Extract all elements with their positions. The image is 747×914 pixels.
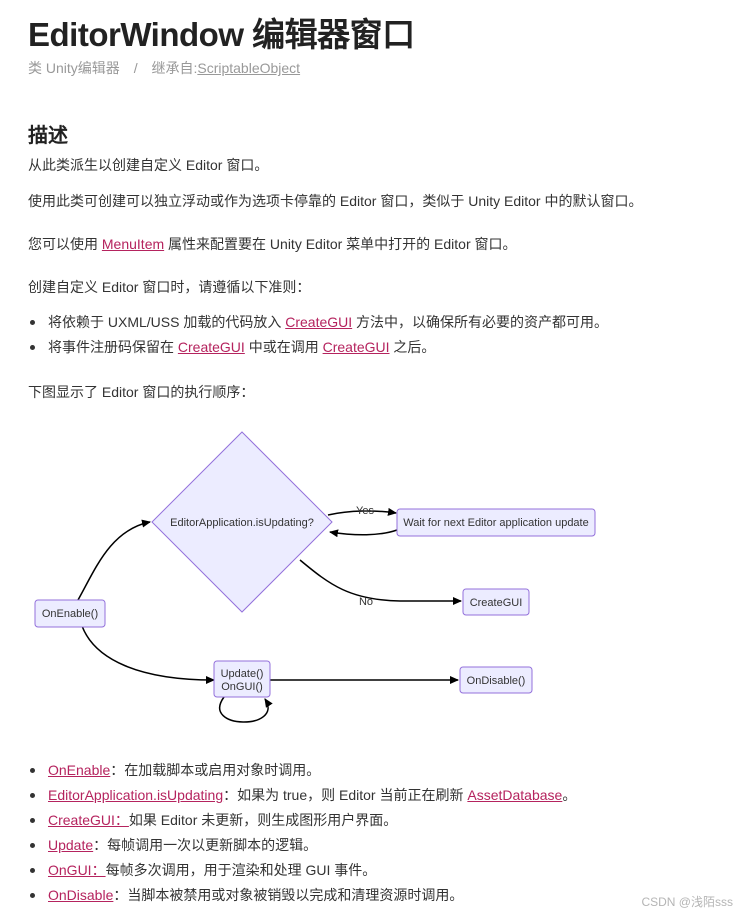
edge-onenable-to-decision [77, 519, 151, 601]
update-label: Update() [221, 668, 264, 680]
list-item: EditorApplication.isUpdating：如果为 true，则 … [28, 787, 576, 812]
list-item: 将依赖于 UXML/USS 加载的代码放入 CreateGUI 方法中，以确保所… [28, 314, 608, 339]
method-link-ondisable[interactable]: OnDisable [48, 887, 114, 903]
paragraph-guidelines: 创建自定义 Editor 窗口时，请遵循以下准则： [28, 279, 311, 295]
methods-list: OnEnable：在加载脚本或启用对象时调用。 EditorApplicatio… [28, 762, 576, 912]
edge-onenable-to-update [81, 625, 215, 684]
list-item: OnGUI：每帧多次调用，用于渲染和处理 GUI 事件。 [28, 862, 576, 887]
guideline-2-after: 之后。 [389, 339, 436, 355]
method-link-onenable[interactable]: OnEnable [48, 762, 111, 778]
guidelines-list: 将依赖于 UXML/USS 加载的代码放入 CreateGUI 方法中，以确保所… [28, 314, 608, 364]
update-node [213, 660, 271, 698]
list-item: OnEnable：在加载脚本或启用对象时调用。 [28, 762, 576, 787]
method-desc: 每帧多次调用，用于渲染和处理 GUI 事件。 [105, 862, 377, 878]
paragraph-usage: 使用此类可创建可以独立浮动或作为选项卡停靠的 Editor 窗口，类似于 Uni… [28, 193, 643, 209]
page-title: EditorWindow 编辑器窗口 [28, 16, 415, 53]
edge-wait-to-decision [329, 529, 398, 538]
creategui-node [462, 588, 530, 616]
onenable-node [34, 599, 106, 628]
method-desc: ：在加载脚本或启用对象时调用。 [110, 762, 321, 778]
menuitem-text-before: 您可以使用 [28, 236, 102, 252]
menuitem-link[interactable]: MenuItem [101, 236, 165, 252]
method-desc: ：当脚本被禁用或对象被销毁以完成和清理资源时调用。 [113, 887, 464, 903]
breadcrumb-category[interactable]: 类 Unity编辑器 [28, 60, 120, 76]
creategui-link[interactable]: CreateGUI [322, 339, 390, 355]
inherits-label: 继承自: [151, 60, 198, 76]
method-desc: ：每帧调用一次以更新脚本的逻辑。 [93, 837, 318, 853]
paragraph-menuitem: 您可以使用 MenuItem 属性来配置要在 Unity Editor 菜单中打… [28, 234, 517, 254]
creategui-link[interactable]: CreateGUI [177, 339, 245, 355]
edge-label-yes: Yes [356, 505, 374, 517]
list-item: OnDisable：当脚本被禁用或对象被销毁以完成和清理资源时调用。 [28, 887, 576, 912]
list-item: Update：每帧调用一次以更新脚本的逻辑。 [28, 837, 576, 862]
method-desc: 如果 Editor 未更新，则生成图形用户界面。 [128, 812, 398, 828]
ondisable-node [459, 666, 533, 694]
guideline-1-after: 方法中，以确保所有必要的资产都可用。 [352, 314, 609, 330]
method-link-creategui[interactable]: CreateGUI： [48, 812, 129, 828]
menuitem-text-after: 属性来配置要在 Unity Editor 菜单中打开的 Editor 窗口。 [164, 236, 517, 252]
assetdatabase-link[interactable]: AssetDatabase [467, 787, 563, 803]
ongui-label: OnGUI() [221, 681, 263, 693]
guideline-1-before: 将依赖于 UXML/USS 加载的代码放入 [48, 314, 286, 330]
method-desc: ：如果为 true，则 Editor 当前正在刷新 [223, 787, 468, 803]
list-item: CreateGUI：如果 Editor 未更新，则生成图形用户界面。 [28, 812, 576, 837]
method-link-ongui[interactable]: OnGUI： [48, 862, 106, 878]
watermark: CSDN @浅陌sss [641, 895, 733, 909]
edge-label-no: No [359, 596, 373, 608]
guideline-2-before: 将事件注册码保留在 [48, 339, 178, 355]
creategui-label: CreateGUI [470, 597, 523, 609]
breadcrumb-separator: / [133, 60, 138, 76]
creategui-link[interactable]: CreateGUI [285, 314, 353, 330]
decision-label: EditorApplication.isUpdating? [170, 517, 314, 529]
edge-decision-to-creategui [299, 559, 462, 605]
wait-label: Wait for next Editor application update [403, 517, 588, 529]
method-link-update[interactable]: Update [48, 837, 94, 853]
decision-node [151, 431, 333, 613]
ondisable-label: OnDisable() [467, 675, 526, 687]
wait-node [396, 508, 596, 537]
paragraph-diagram-intro: 下图显示了 Editor 窗口的执行顺序： [28, 384, 255, 400]
guideline-2-middle: 中或在调用 [244, 339, 323, 355]
edge-update-self-loop [219, 696, 273, 723]
edge-decision-to-wait [327, 507, 397, 516]
list-item: 将事件注册码保留在 CreateGUI 中或在调用 CreateGUI 之后。 [28, 339, 608, 364]
onenable-label: OnEnable() [42, 608, 98, 620]
method-link-isupdating[interactable]: EditorApplication.isUpdating [48, 787, 224, 803]
paragraph-intro: 从此类派生以创建自定义 Editor 窗口。 [28, 157, 269, 173]
breadcrumb: 类 Unity编辑器 / 继承自:ScriptableObject [28, 58, 300, 78]
section-heading-description: 描述 [28, 125, 68, 147]
method-desc-end: 。 [562, 787, 577, 803]
inherits-link[interactable]: ScriptableObject [197, 60, 301, 76]
